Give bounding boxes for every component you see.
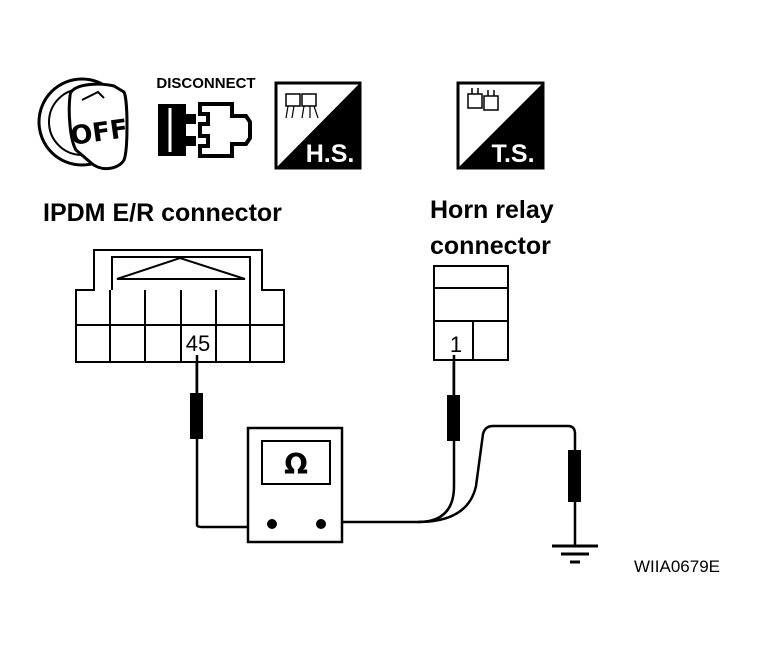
probe-ipdm <box>190 362 203 439</box>
ground-icon <box>552 544 598 564</box>
terminal-side-text: T.S. <box>491 140 534 168</box>
harness-side-icon: H.S. <box>274 81 362 170</box>
test-wires <box>195 355 577 546</box>
ignition-off-icon: OFF <box>37 77 130 170</box>
probe-ground <box>568 450 581 502</box>
meter-terminal-left <box>267 519 277 529</box>
horn-relay-connector-title-line1: Horn relay <box>430 196 554 224</box>
horn-relay-terminal-1: 1 <box>450 332 462 357</box>
horn-relay-connector-title-line2: connector <box>430 232 551 260</box>
ipdm-terminal-45: 45 <box>186 331 210 356</box>
ipdm-connector-title: IPDM E/R connector <box>43 199 282 227</box>
meter-terminal-right <box>316 519 326 529</box>
terminal-side-icon: T.S. <box>456 81 545 170</box>
harness-side-text: H.S. <box>306 140 355 168</box>
probe-horn-relay <box>447 362 460 441</box>
horn-relay-connector <box>433 265 509 361</box>
ohm-symbol: Ω <box>284 448 308 481</box>
ipdm-er-connector <box>75 249 285 363</box>
disconnect-caption: DISCONNECT <box>156 75 255 92</box>
ohmmeter: Ω <box>246 426 344 544</box>
figure-id: WIIA0679E <box>634 557 720 576</box>
disconnect-connector-icon: DISCONNECT <box>156 75 256 158</box>
